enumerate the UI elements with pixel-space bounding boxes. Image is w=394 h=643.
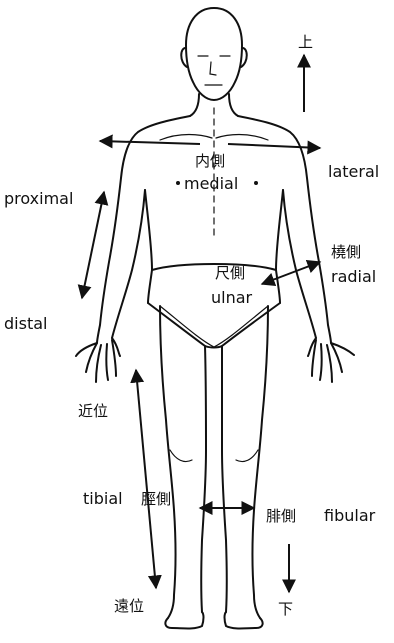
head-outline bbox=[186, 8, 242, 100]
labels: 上 内側 medial lateral proximal 橈側 radial 尺… bbox=[4, 33, 379, 618]
right-leg bbox=[253, 306, 269, 618]
medial-arrow bbox=[100, 141, 200, 144]
left-leg bbox=[160, 306, 176, 618]
label-distal: distal bbox=[4, 314, 47, 333]
label-ulnar-jp: 尺側 bbox=[215, 264, 245, 282]
label-tibial-jp: 脛側 bbox=[141, 490, 171, 508]
label-medial-jp: 内側 bbox=[195, 152, 225, 170]
label-down: 下 bbox=[278, 600, 293, 618]
label-proximal-jp: 近位 bbox=[78, 402, 108, 420]
label-distal-jp: 遠位 bbox=[114, 597, 144, 615]
label-up: 上 bbox=[298, 33, 313, 51]
label-ulnar-en: ulnar bbox=[211, 288, 253, 307]
label-radial-jp: 橈側 bbox=[331, 243, 361, 261]
left-hand bbox=[76, 338, 120, 382]
label-fibular-en: fibular bbox=[324, 506, 376, 525]
lateral-arrow bbox=[228, 144, 320, 148]
radial-ulnar-arrow bbox=[262, 262, 320, 284]
label-radial-en: radial bbox=[331, 267, 376, 286]
proximal-distal-arrow bbox=[82, 192, 104, 298]
right-hand bbox=[308, 338, 354, 382]
human-figure bbox=[76, 8, 354, 629]
label-medial-en: medial bbox=[184, 174, 238, 193]
label-fibular-jp: 腓側 bbox=[266, 507, 296, 525]
label-proximal: proximal bbox=[4, 189, 73, 208]
label-tibial-en: tibial bbox=[83, 489, 123, 508]
label-lateral: lateral bbox=[328, 162, 379, 181]
leg-proximal-distal-arrow bbox=[136, 370, 156, 588]
torso-outline bbox=[97, 116, 190, 343]
